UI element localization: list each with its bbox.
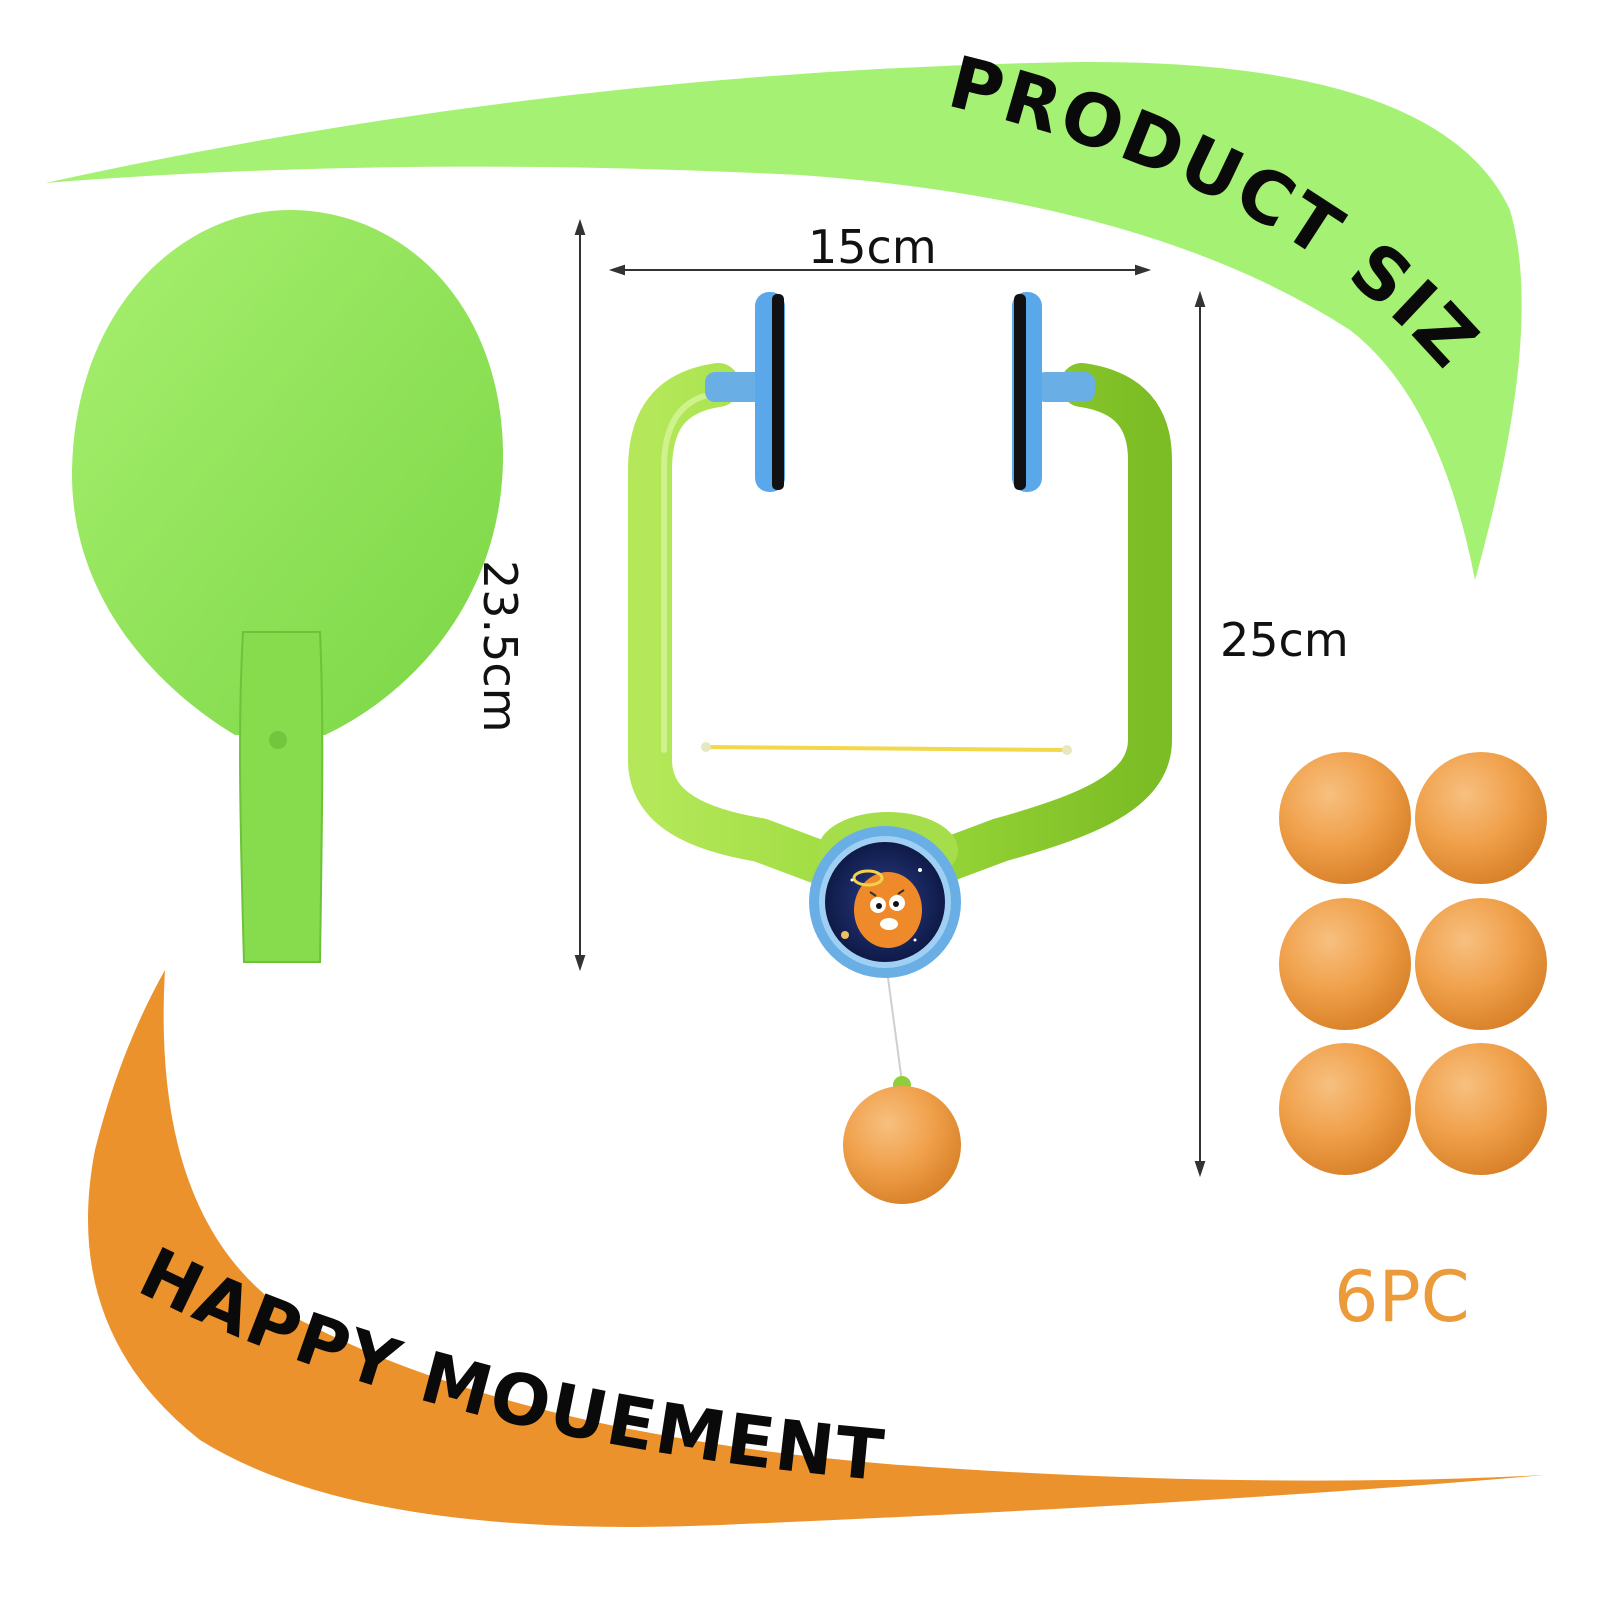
paddle-handle-dot [269, 731, 287, 749]
left-rubber-face [772, 294, 784, 490]
frame-width-arrow-left [608, 264, 625, 276]
frame-height-arrow-bottom [1194, 1161, 1206, 1178]
frame-height-arrow-top [1194, 290, 1206, 307]
string-anchor-left [701, 742, 711, 752]
string-anchor-right [1062, 745, 1072, 755]
ball-hanging-string [887, 977, 903, 1083]
ball-set [1279, 752, 1547, 1175]
ball-2 [1415, 752, 1547, 884]
right-cap-connector [1035, 372, 1095, 402]
top-banner-swoosh [45, 61, 1522, 580]
ball-3 [1279, 898, 1411, 1030]
paddle-height-label: 23.5cm [473, 560, 527, 733]
paddle-blade [71, 210, 504, 735]
elastic-string [704, 745, 1069, 752]
left-cap-connector [705, 372, 765, 402]
paddle-height-arrow-bottom [574, 955, 586, 972]
frame-width-label: 15cm [808, 220, 937, 274]
bottom-banner-swoosh [88, 970, 1545, 1527]
frame-width-arrow-right [1135, 264, 1152, 276]
ball-count-label: 6PC [1334, 1256, 1470, 1338]
ball-5 [1279, 1043, 1411, 1175]
ball-6 [1415, 1043, 1547, 1175]
tiger-cartoon-icon [841, 868, 922, 948]
paddle-handle [239, 631, 324, 963]
frame-body [628, 363, 1172, 907]
hanging-ball [843, 1086, 961, 1204]
right-rubber-face [1014, 294, 1026, 490]
frame-height-label: 25cm [1220, 613, 1349, 667]
ball-4 [1415, 898, 1547, 1030]
dimension-lines [574, 218, 1206, 1178]
paddle-height-arrow-top [574, 218, 586, 235]
ball-1 [1279, 752, 1411, 884]
ping-pong-paddle [71, 210, 504, 963]
ping-pong-trainer-frame [628, 292, 1172, 1204]
frame-highlight [661, 392, 711, 753]
